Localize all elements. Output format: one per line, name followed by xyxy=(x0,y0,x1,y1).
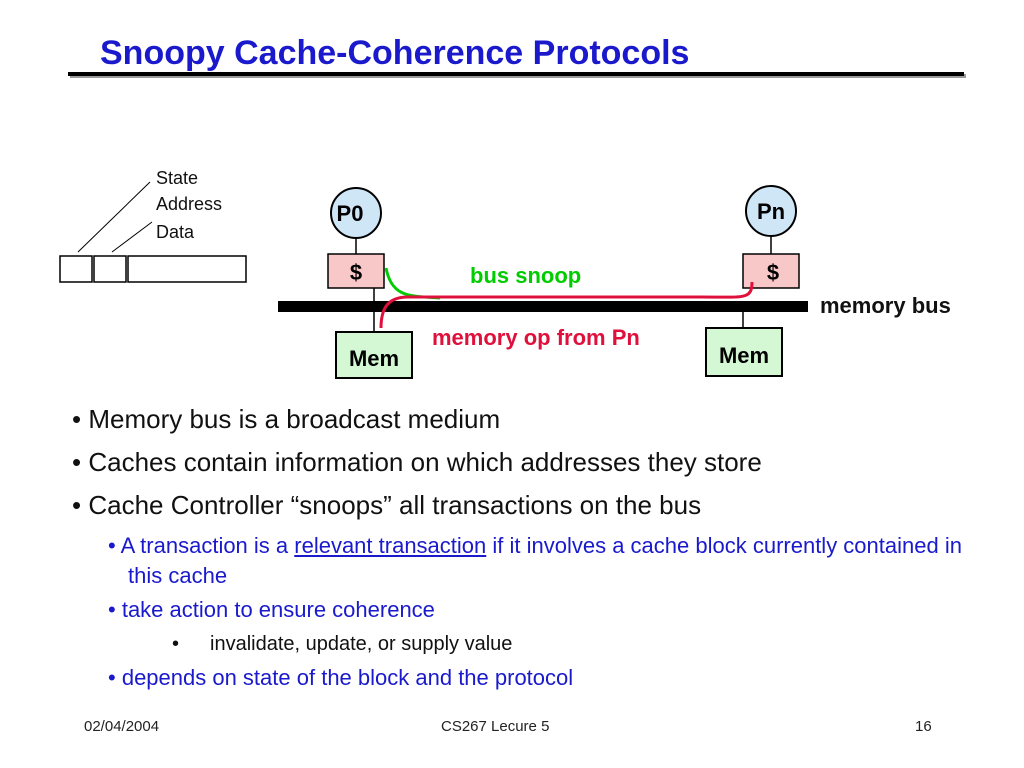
snoopy-bus-diagram: State Address Data memory bus P0 Pn $ $ … xyxy=(59,168,951,379)
sub-bullet-text-post: if it involves a cache block currently c… xyxy=(128,533,962,588)
processor-p0 xyxy=(330,187,382,239)
cache-p0-label: $ xyxy=(350,260,362,285)
sub-bullet-text: take action to ensure coherence xyxy=(121,597,435,622)
state-pointer-line xyxy=(77,181,151,253)
footer-page-number: 16 xyxy=(915,718,932,735)
bullet-item: • Memory bus is a broadcast medium xyxy=(72,404,501,434)
memory-bus-label: memory bus xyxy=(820,293,951,318)
sub-bullet-text: depends on state of the block and the pr… xyxy=(121,665,574,690)
address-label: Address xyxy=(156,194,222,214)
footer-course: CS267 Lecure 5 xyxy=(441,718,550,735)
memory-op-label: memory op from Pn xyxy=(432,325,640,350)
sub-bullet-item: • take action to ensure coherence xyxy=(108,597,435,622)
processor-p0-label: P0 xyxy=(337,201,364,226)
processor-pn-label: Pn xyxy=(757,199,785,224)
memory-left-label: Mem xyxy=(349,346,399,371)
bullet-text: Memory bus is a broadcast medium xyxy=(88,404,501,434)
cache-p0 xyxy=(327,253,385,289)
cache-pn xyxy=(742,253,800,289)
sub-bullet-item: • depends on state of the block and the … xyxy=(108,665,574,690)
bullet-item: • Caches contain information on which ad… xyxy=(72,447,762,477)
cache-pn-label: $ xyxy=(767,260,779,285)
data-field-box xyxy=(127,255,247,283)
memory-op-arrow xyxy=(379,281,754,329)
sub-sub-bullet-item: •invalidate, update, or supply value xyxy=(172,633,513,655)
relevant-transaction-term: relevant transaction xyxy=(294,533,487,558)
sub-bullet-item: • A transaction is a relevant transactio… xyxy=(108,533,962,588)
memory-left xyxy=(335,331,413,379)
bus-snoop-label: bus snoop xyxy=(470,263,581,288)
sub-bullet-text-pre: A transaction is a xyxy=(120,533,295,558)
data-label: Data xyxy=(156,222,195,242)
title-underline xyxy=(68,72,964,76)
bullet-list: • Memory bus is a broadcast medium • Cac… xyxy=(72,398,1002,693)
memory-bus-bar xyxy=(278,301,808,312)
address-field-box xyxy=(93,255,127,283)
footer-date: 02/04/2004 xyxy=(84,718,160,735)
sub-sub-bullet-text: invalidate, update, or supply value xyxy=(210,633,513,655)
bus-snoop-arrow xyxy=(384,267,441,300)
slide-title: Snoopy Cache-Coherence Protocols xyxy=(100,34,690,72)
bullet-text: Caches contain information on which addr… xyxy=(88,447,762,477)
state-field-box xyxy=(59,255,93,283)
bullet-item: • Cache Controller “snoops” all transact… xyxy=(72,490,702,520)
memory-right xyxy=(705,327,783,377)
cache-entry: State Address Data xyxy=(59,168,247,283)
processor-pn xyxy=(745,185,797,237)
address-pointer-line xyxy=(111,221,153,253)
memory-right-label: Mem xyxy=(719,343,769,368)
bullet-text: Cache Controller “snoops” all transactio… xyxy=(88,490,702,520)
state-label: State xyxy=(156,168,198,188)
